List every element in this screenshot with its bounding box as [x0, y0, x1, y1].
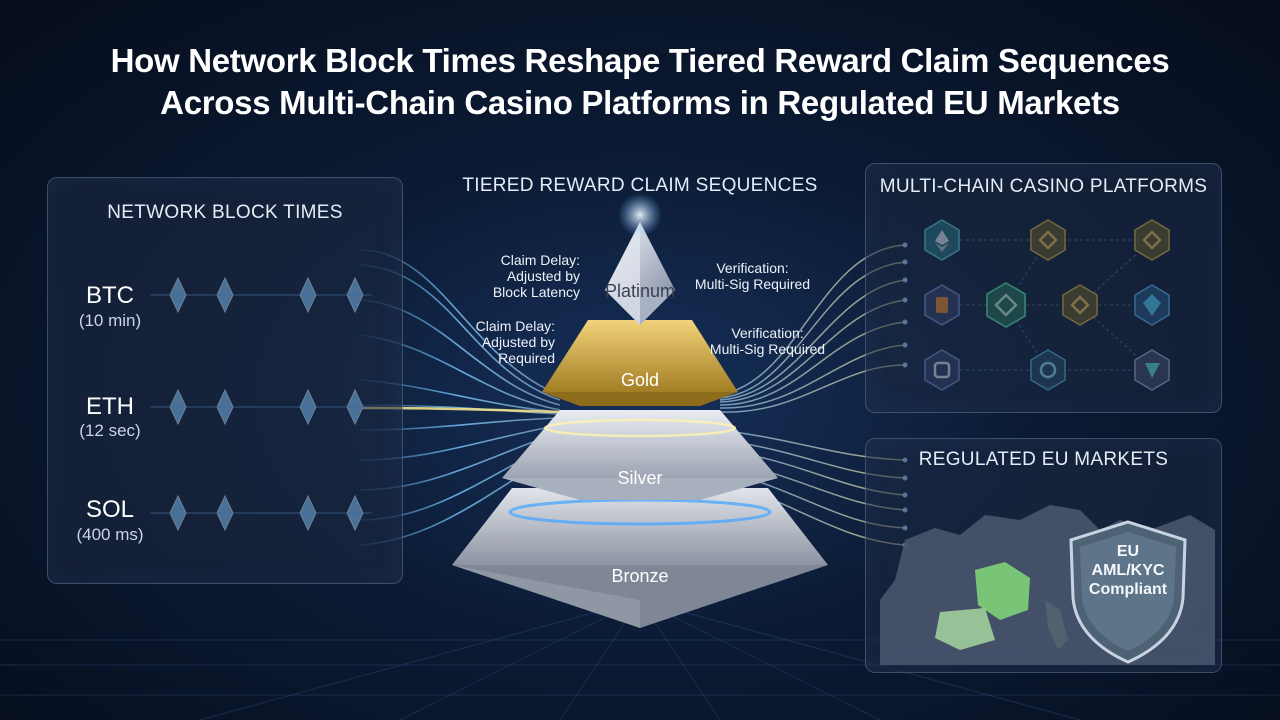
note-line: Multi-Sig Required	[694, 276, 811, 292]
note-line: Claim Delay:	[500, 252, 580, 268]
note-line: Verification:	[716, 260, 789, 276]
panel-heading: NETWORK BLOCK TIMES	[107, 202, 343, 223]
chain-name-sol: SOL	[85, 496, 135, 523]
platinum-verification-note: Verification: Multi-Sig Required	[690, 260, 815, 292]
compliance-shield-label: EU AML/KYC Compliant	[1068, 542, 1188, 599]
chain-time-sol: (400 ms)	[76, 525, 144, 544]
shield-line: Compliant	[1088, 581, 1168, 598]
title-line-2: Across Multi-Chain Casino Platforms in R…	[160, 84, 1120, 121]
network-block-times-panel: NETWORK BLOCK TIMES	[47, 177, 403, 584]
chain-name-eth: ETH	[86, 393, 134, 420]
tiers-heading: TIERED REWARD CLAIM SEQUENCES	[462, 175, 818, 196]
note-line: Claim Delay:	[475, 318, 555, 334]
note-line: Adjusted by	[481, 334, 555, 350]
panel-heading: REGULATED EU MARKETS	[918, 449, 1169, 470]
note-line: Required	[498, 350, 555, 366]
note-line: Block Latency	[492, 284, 580, 300]
platinum-claim-note: Claim Delay: Adjusted by Block Latency	[470, 252, 580, 300]
title-line-1: How Network Block Times Reshape Tiered R…	[110, 42, 1170, 79]
tier-silver: Silver	[617, 468, 663, 488]
note-line: Adjusted by	[506, 268, 580, 284]
tier-platinum: Platinum	[604, 281, 676, 301]
chain-time-btc: (10 min)	[78, 311, 142, 330]
shield-line: AML/KYC	[1091, 562, 1165, 579]
gold-verification-note: Verification: Multi-Sig Required	[705, 325, 830, 357]
tier-bronze: Bronze	[611, 566, 669, 586]
chain-name-btc: BTC	[86, 282, 134, 309]
chain-time-eth: (12 sec)	[79, 421, 141, 440]
gold-claim-note: Claim Delay: Adjusted by Required	[445, 318, 555, 366]
note-line: Multi-Sig Required	[709, 341, 826, 357]
multi-chain-platforms-panel: MULTI-CHAIN CASINO PLATFORMS	[865, 163, 1222, 413]
page-title: How Network Block Times Reshape Tiered R…	[0, 40, 1280, 124]
note-line: Verification:	[731, 325, 804, 341]
shield-line: EU	[1116, 543, 1140, 560]
tier-gold: Gold	[620, 370, 660, 390]
reward-pyramid	[452, 193, 828, 628]
panel-heading: MULTI-CHAIN CASINO PLATFORMS	[879, 176, 1208, 197]
